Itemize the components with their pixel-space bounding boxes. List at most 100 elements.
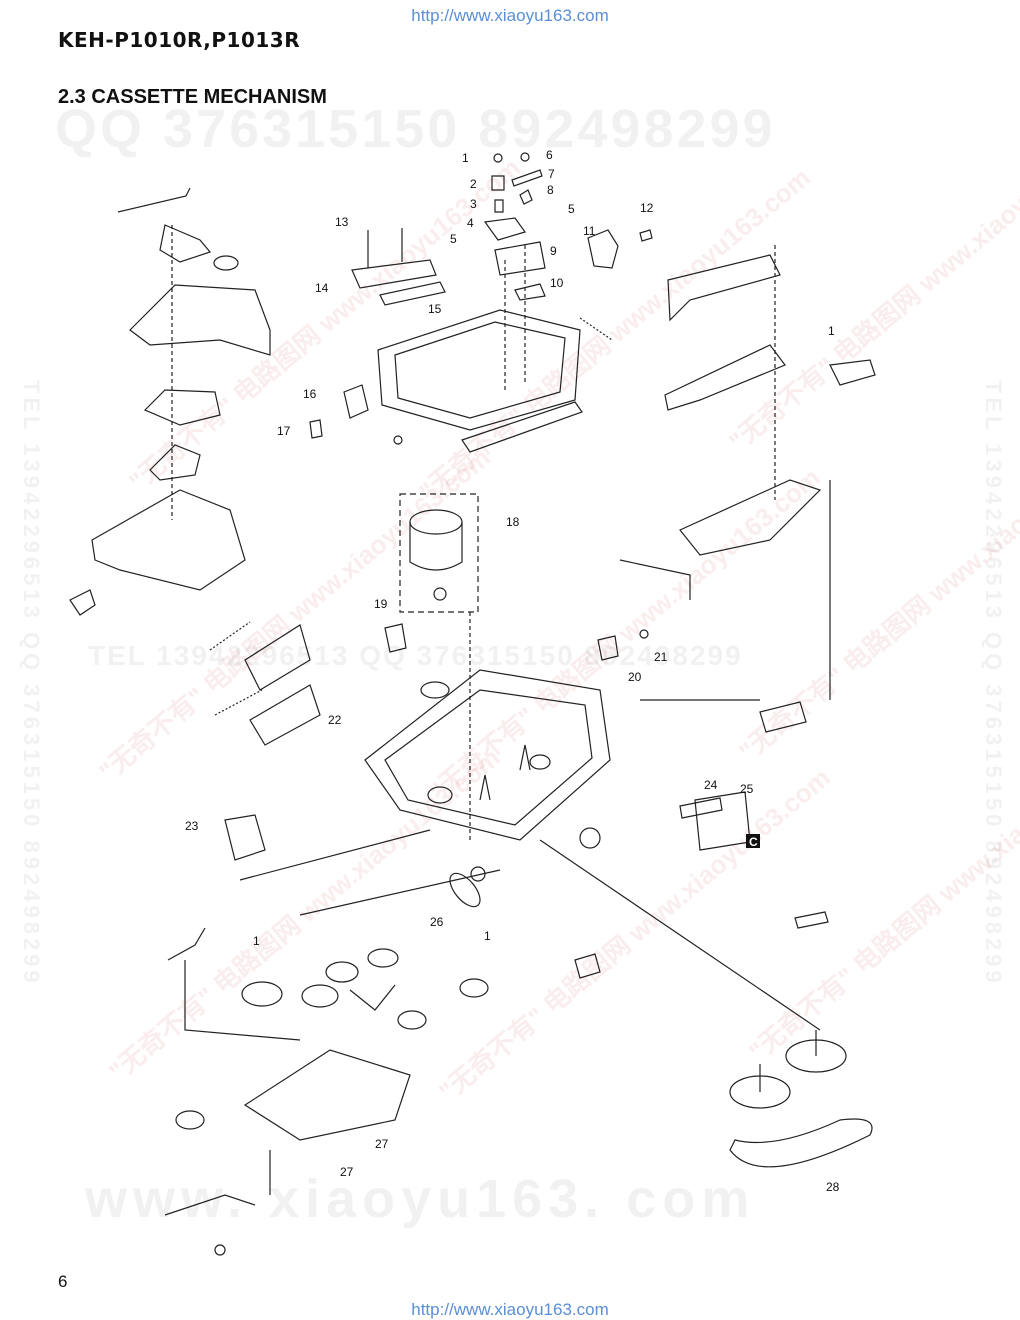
arm-lower-left [167, 927, 206, 961]
connector-part-24 [679, 797, 723, 819]
label-part-18: 18 [506, 515, 520, 529]
chassis-hole-1 [420, 681, 450, 699]
belt-part-26 [449, 872, 481, 908]
main-chassis-inner [384, 689, 593, 826]
label-part-11: 11 [583, 224, 596, 238]
bracket-lower-center [574, 953, 601, 979]
connector-right [759, 701, 807, 733]
arm-part-14 [351, 259, 437, 289]
collar-part-2 [491, 175, 505, 191]
label-part-12: 12 [640, 201, 654, 215]
motor-pulley [433, 587, 447, 601]
switch-part-19 [384, 623, 407, 653]
gear-mid-1 [301, 984, 339, 1008]
washer-bottom [214, 1244, 226, 1256]
label-part-25: 25 [740, 782, 754, 796]
washer-part-1 [493, 153, 503, 163]
roller-part-16 [343, 384, 369, 419]
clip-left [69, 589, 96, 616]
plate-part-4 [483, 217, 526, 241]
label-part-13: 13 [335, 215, 349, 229]
label-part-1c: 1 [253, 934, 260, 948]
label-part-14: 14 [315, 281, 329, 295]
pcb-part-25 [694, 791, 751, 851]
leader-4 [184, 960, 301, 1041]
gear-lower-left [175, 1110, 205, 1130]
gear-mid-3 [367, 948, 399, 968]
spring-part-17 [309, 419, 323, 439]
lever-bottom [164, 1194, 256, 1216]
roller-part-11 [587, 229, 619, 269]
label-part-3: 3 [470, 197, 477, 211]
source-url-top[interactable]: http://www.xiaoyu163.com [411, 6, 609, 25]
bracket-mid-left [143, 389, 221, 426]
rod-right [619, 559, 691, 600]
plate-left-2 [249, 684, 321, 746]
label-part-9: 9 [550, 244, 557, 258]
section-title: 2.3 CASSETTE MECHANISM [58, 86, 327, 108]
lever-right-mid [664, 344, 786, 411]
page-number: 6 [58, 1272, 68, 1291]
lever-rod-top-left [117, 187, 191, 213]
spring-clip-lower [349, 984, 396, 1011]
label-part-1d: 1 [484, 929, 491, 943]
label-part-20: 20 [628, 670, 642, 684]
lever-right-top [667, 254, 781, 322]
label-part-5b: 5 [450, 232, 457, 246]
spring-part-3 [494, 199, 504, 213]
watermark-vertical-left: TEL 13942296513 QQ 376315150 892498299 [19, 380, 44, 987]
label-part-26: 26 [430, 915, 444, 929]
label-part-27b: 27 [340, 1165, 354, 1179]
washer-lower [393, 435, 403, 445]
watermark-vertical-right: TEL 13942296513 QQ 376315150 892498299 [981, 380, 1006, 987]
leader-1 [239, 829, 431, 881]
watermark-site: www. xiaoyu163. com [85, 1169, 756, 1229]
spring-left-1 [209, 621, 251, 651]
screw-part-21 [639, 629, 649, 639]
leader-2 [299, 869, 501, 916]
gear-left [241, 981, 283, 1007]
arm-left-small [149, 444, 201, 481]
label-part-22: 22 [328, 713, 342, 727]
spring-left-2 [214, 689, 263, 716]
reference-c-label: C [749, 835, 758, 849]
spring-part-12 [639, 229, 653, 242]
label-part-17: 17 [277, 424, 291, 438]
main-chassis [364, 669, 611, 841]
reference-c-box [746, 834, 760, 848]
chassis-hole-3 [529, 754, 551, 770]
screw-part-6 [520, 152, 530, 162]
chassis-hole-2 [427, 786, 453, 804]
spring-ring-top-left [213, 255, 239, 271]
label-part-2: 2 [470, 177, 477, 191]
label-part-16: 16 [303, 387, 317, 401]
motor-top [409, 509, 463, 535]
label-part-4: 4 [467, 216, 474, 230]
label-part-21: 21 [654, 650, 668, 664]
upper-chassis-inner [394, 321, 566, 419]
bracket-right-small [829, 359, 876, 386]
clip-part-10 [514, 283, 546, 301]
reel-spindle-left [479, 774, 491, 801]
watermark-tel: TEL 13942296513 QQ 376315150 892498299 [88, 640, 743, 671]
connector-small-right [794, 911, 829, 929]
bracket-part-23 [224, 814, 266, 861]
block-part-9 [494, 241, 546, 276]
label-part-23: 23 [185, 819, 199, 833]
upper-chassis [377, 309, 581, 431]
bracket-top-left [129, 284, 271, 356]
label-part-28: 28 [826, 1180, 840, 1194]
gear-mid-2 [325, 961, 359, 983]
label-part-7: 7 [548, 167, 555, 181]
model-number: KEH-P1010R,P1013R [58, 28, 301, 52]
lever-plate-top-left [159, 224, 212, 263]
label-part-1a: 1 [462, 151, 469, 165]
label-part-6: 6 [546, 148, 553, 162]
arm-part-15 [379, 281, 446, 306]
motor-box [399, 493, 479, 613]
plate-left-1 [244, 624, 311, 691]
frame-right-lower [679, 479, 822, 556]
watermark-qq: QQ 376315150 892498299 [55, 99, 776, 159]
source-url-bottom[interactable]: http://www.xiaoyu163.com [411, 1300, 609, 1319]
